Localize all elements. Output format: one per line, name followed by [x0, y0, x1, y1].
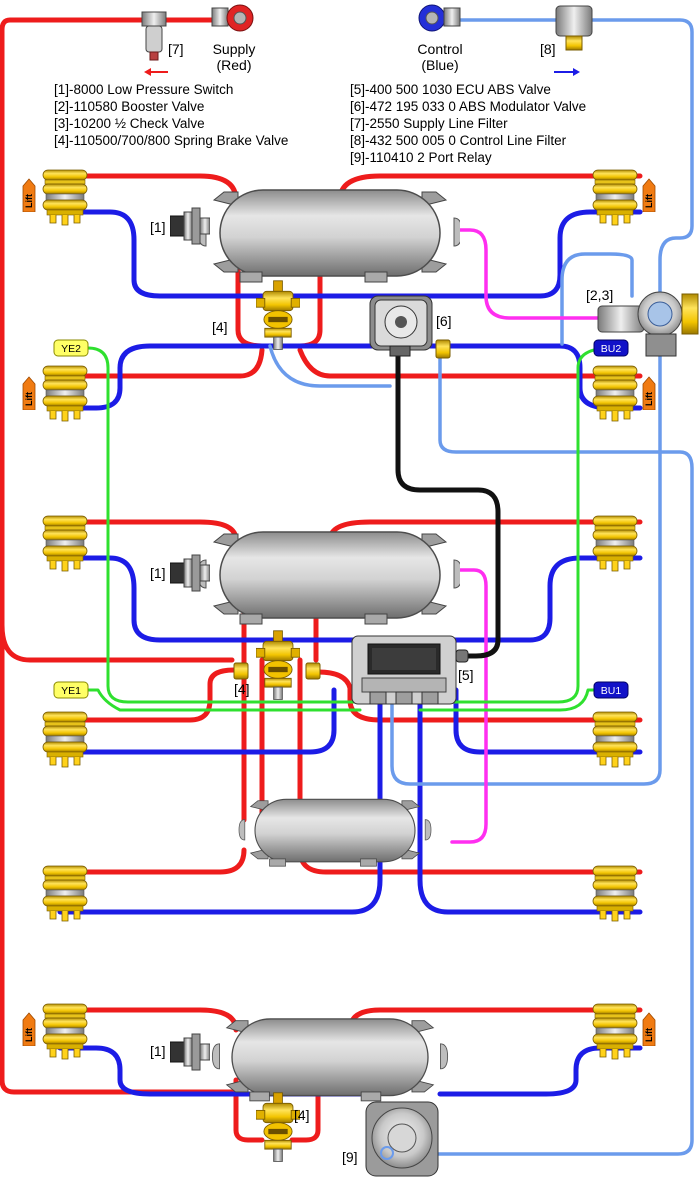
brake-chamber-r2 [592, 365, 638, 422]
svg-text:[6]-472 195 033 0 ABS Modulato: [6]-472 195 033 0 ABS Modulator Valve [350, 99, 586, 114]
svg-text:Lift: Lift [644, 194, 654, 208]
lift-marker-l2: Lift [22, 376, 36, 410]
spring-brake-valve-3 [256, 1092, 300, 1162]
sensor-tag-bu2: BU2 [593, 339, 629, 357]
svg-text:Lift: Lift [644, 1028, 654, 1042]
reservoir-tank-3 [238, 798, 432, 867]
svg-text:[4]-110500/700/800 Spring Brak: [4]-110500/700/800 Spring Brake Valve [54, 133, 288, 148]
supply-label: Supply [213, 41, 256, 57]
svg-text:YE2: YE2 [61, 343, 81, 355]
control-line-network [57, 209, 643, 1097]
tag-switch-1a: [1] [150, 219, 166, 235]
tag-switch-1c: [1] [150, 1043, 166, 1059]
brake-chamber-l4 [42, 711, 88, 768]
tag-ecu-5: [5] [458, 667, 474, 683]
svg-text:[7]-2550 Supply Line Filter: [7]-2550 Supply Line Filter [350, 116, 508, 131]
brake-chamber-r6 [592, 1003, 638, 1060]
tag-switch-1b: [1] [150, 565, 166, 581]
spring-brake-valve-1 [256, 280, 300, 350]
svg-text:[2]-110580 Booster Valve: [2]-110580 Booster Valve [54, 99, 204, 114]
abs-modulator-cable [395, 347, 501, 659]
supply-flow-arrow [144, 68, 168, 76]
lift-marker-l6: Lift [22, 1012, 36, 1046]
control-sub-label: (Blue) [421, 57, 458, 73]
svg-text:[9]-110410 2 Port Relay: [9]-110410 2 Port Relay [350, 150, 492, 165]
sensor-tag-bu1: BU1 [593, 681, 629, 699]
abs-sensor-wiring [86, 346, 614, 712]
control-glad-hand-blue [418, 4, 461, 32]
reservoir-tank-4 [211, 1018, 449, 1102]
tag-relay-9: [9] [342, 1149, 358, 1165]
booster-valve-assembly [597, 291, 699, 357]
brake-chamber-r3 [592, 515, 638, 572]
tag-filter-7: [7] [168, 41, 184, 57]
svg-text:[8]-432 500 005 0 Control Line: [8]-432 500 005 0 Control Line Filter [350, 133, 567, 148]
delivery-line-network [450, 228, 604, 844]
legend-left: [1]-8000 Low Pressure Switch [2]-110580 … [54, 82, 288, 148]
svg-text:BU1: BU1 [601, 685, 622, 697]
tag-filter-8: [8] [540, 41, 556, 57]
supply-line-filter [141, 11, 167, 61]
control-flow-arrow [554, 68, 580, 76]
control-label: Control [417, 41, 462, 57]
auxiliary-line-network [268, 18, 694, 1156]
check-fitting-left [233, 662, 249, 680]
brake-chamber-r1 [592, 169, 638, 226]
brake-chamber-l2 [42, 365, 88, 422]
reservoir-tank-2 [200, 531, 460, 625]
svg-text:[5]-400 500 1030 ECU ABS Valve: [5]-400 500 1030 ECU ABS Valve [350, 82, 551, 97]
supply-glad-hand-red [211, 4, 254, 32]
two-port-relay [365, 1101, 439, 1177]
legend-right: [5]-400 500 1030 ECU ABS Valve [6]-472 1… [350, 82, 586, 165]
tag-spring-valve-4b: [4] [234, 681, 250, 697]
svg-text:[3]-10200 ½ Check Valve: [3]-10200 ½ Check Valve [54, 116, 205, 131]
reservoir-tank-1 [200, 189, 460, 283]
tag-spring-valve-4c: [4] [294, 1107, 310, 1123]
tag-booster-23: [2,3] [586, 287, 613, 303]
svg-text:Lift: Lift [24, 392, 34, 406]
lift-marker-r6: Lift [642, 1012, 656, 1046]
lift-marker-l1: Lift [22, 178, 36, 212]
lift-marker-r2: Lift [642, 376, 656, 410]
svg-text:YE1: YE1 [61, 685, 81, 697]
brake-chamber-l1 [42, 169, 88, 226]
low-pressure-switch-3 [170, 1033, 210, 1071]
svg-text:Lift: Lift [24, 194, 34, 208]
check-fitting-right [305, 662, 321, 680]
sensor-tag-ye1: YE1 [53, 681, 89, 699]
control-line-filter [555, 5, 593, 51]
brake-chamber-r4 [592, 711, 638, 768]
tag-modulator-6: [6] [436, 313, 452, 329]
sensor-tag-ye2: YE2 [53, 339, 89, 357]
supply-sub-label: (Red) [216, 57, 251, 73]
tag-spring-valve-4a: [4] [212, 319, 228, 335]
ecu-abs-valve [351, 635, 469, 705]
brake-chamber-l3 [42, 515, 88, 572]
lift-marker-r1: Lift [642, 178, 656, 212]
svg-text:BU2: BU2 [601, 343, 622, 355]
svg-text:Lift: Lift [24, 1028, 34, 1042]
brake-chamber-l6 [42, 1003, 88, 1060]
svg-text:[1]-8000 Low Pressure Switch: [1]-8000 Low Pressure Switch [54, 82, 233, 97]
abs-modulator-valve [369, 295, 451, 359]
supply-line-network [0, 17, 643, 1143]
svg-text:Lift: Lift [644, 392, 654, 406]
brake-chamber-l5 [42, 865, 88, 922]
